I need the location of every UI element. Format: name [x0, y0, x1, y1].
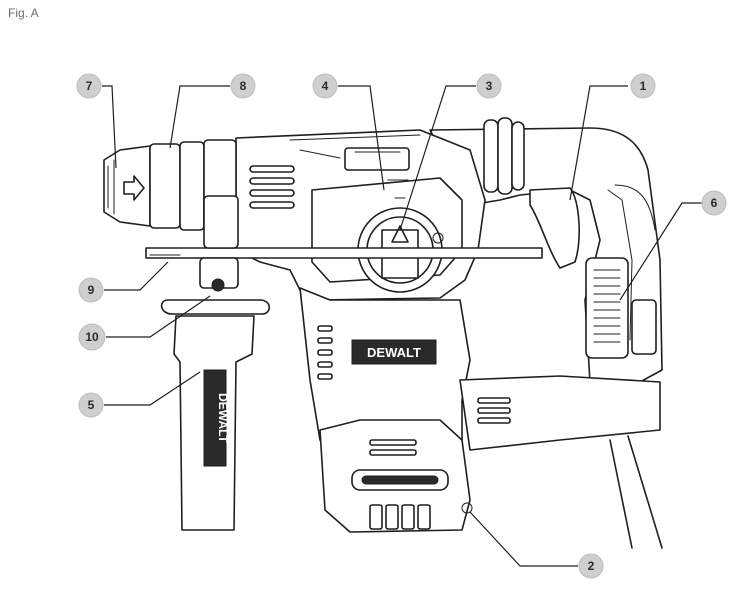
- vent-slot: [369, 439, 417, 446]
- vent-slot: [249, 177, 295, 185]
- motor-cover: [319, 419, 473, 533]
- callout-4-label: 4: [322, 79, 329, 93]
- vent-slot: [317, 337, 333, 344]
- handle-logo-text: DEWALT: [216, 393, 230, 443]
- motor-housing: [235, 129, 486, 301]
- power-cord: [609, 435, 663, 549]
- vent-slot: [401, 504, 415, 530]
- handle-base: [459, 375, 661, 451]
- callout-5: 5: [78, 392, 104, 418]
- callout-4: 4: [312, 73, 338, 99]
- callout-6-label: 6: [711, 196, 718, 210]
- callout-6: 6: [701, 190, 727, 216]
- vent-slot: [369, 449, 417, 456]
- vent-slot: [477, 397, 511, 404]
- figure-label: Fig. A: [8, 6, 39, 20]
- handle-logo-badge: [203, 369, 227, 467]
- callout-7-label: 7: [86, 79, 93, 93]
- callout-3-label: 3: [486, 79, 493, 93]
- vent-slot: [317, 373, 333, 380]
- callout-10: 10: [78, 323, 106, 351]
- body-logo-badge: [351, 339, 437, 365]
- callout-2-label: 2: [588, 559, 595, 573]
- callout-1: 1: [630, 73, 656, 99]
- side-handle: DEWALT: [160, 195, 271, 531]
- vent-slot: [317, 325, 333, 332]
- depth-rod: [145, 247, 543, 259]
- vent-slot: [317, 349, 333, 356]
- vent-slot: [477, 417, 511, 424]
- callout-9: 9: [78, 277, 104, 303]
- callout-9-label: 9: [88, 283, 95, 297]
- vent-slot: [369, 504, 383, 530]
- bellows-rings: [483, 117, 525, 195]
- vent-slot: [477, 407, 511, 414]
- rear-vent-grille: [585, 257, 657, 359]
- callout-7: 7: [76, 73, 102, 99]
- vent-slot: [249, 165, 295, 173]
- body-logo-text: DEWALT: [367, 345, 421, 360]
- vent-slot: [249, 201, 295, 209]
- callout-8: 8: [230, 73, 256, 99]
- callout-leaders: [102, 85, 702, 567]
- vent-slot: [385, 504, 399, 530]
- callout-2: 2: [578, 553, 604, 579]
- callout-10-label: 10: [85, 330, 99, 344]
- callout-3: 3: [476, 73, 502, 99]
- callout-1-label: 1: [640, 79, 647, 93]
- vent-slot: [417, 504, 431, 530]
- vent-slot: [249, 189, 295, 197]
- trigger: [529, 187, 580, 269]
- vent-slot: [317, 361, 333, 368]
- callout-8-label: 8: [240, 79, 247, 93]
- callout-5-label: 5: [88, 398, 95, 412]
